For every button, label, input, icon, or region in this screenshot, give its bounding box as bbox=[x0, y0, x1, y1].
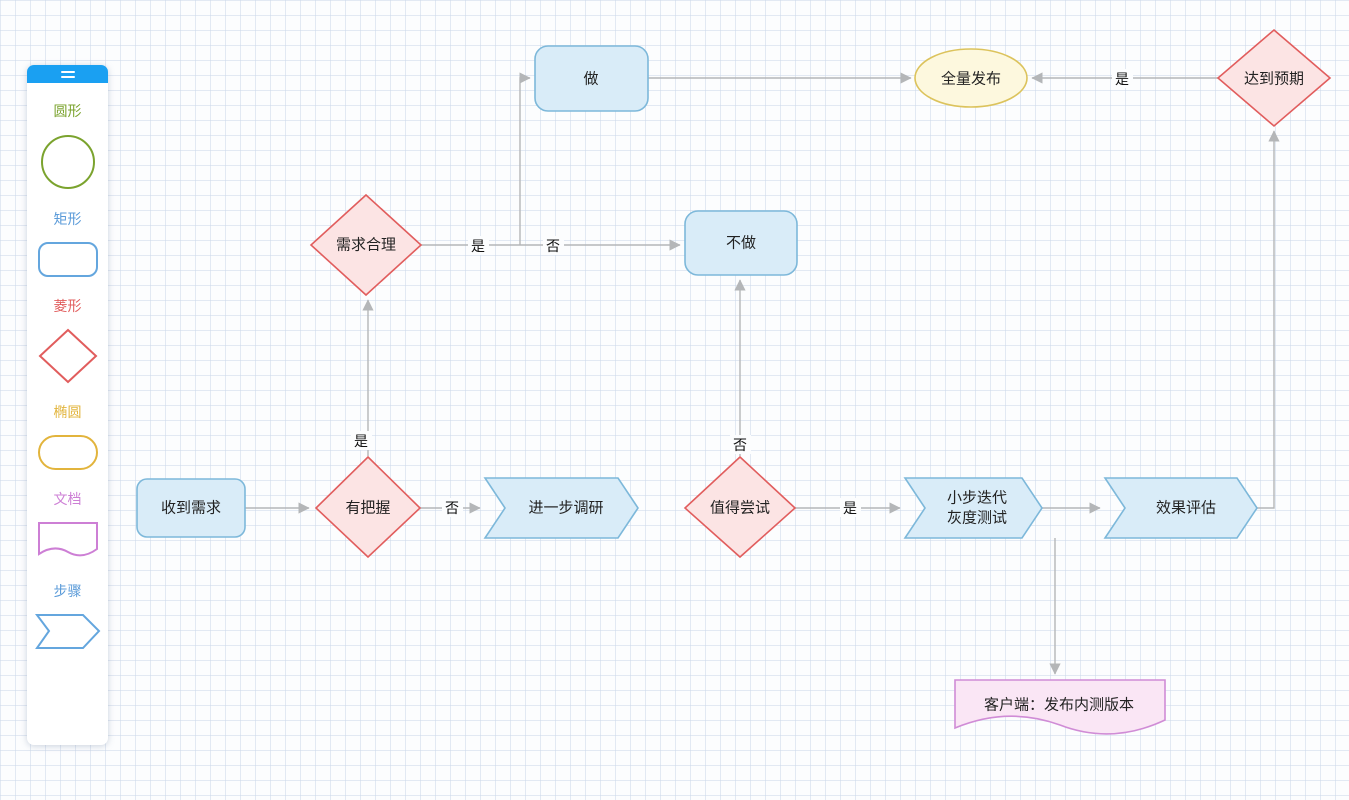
node-research[interactable]: 进一步调研 bbox=[483, 477, 639, 539]
node-worth[interactable]: 值得尝试 bbox=[683, 455, 797, 559]
node-worth-label: 值得尝试 bbox=[710, 500, 770, 517]
node-do[interactable]: 做 bbox=[534, 45, 649, 112]
palette-item-diamond[interactable]: 菱形 bbox=[38, 296, 98, 384]
diamond-icon[interactable] bbox=[38, 328, 98, 384]
node-confident[interactable]: 有把握 bbox=[314, 455, 422, 559]
svg-text:是: 是 bbox=[354, 433, 368, 449]
node-reasonable[interactable]: 需求合理 bbox=[309, 193, 423, 297]
palette-item-rect[interactable]: 矩形 bbox=[37, 209, 99, 278]
palette-item-diamond-label: 菱形 bbox=[53, 298, 82, 314]
node-dont-label: 不做 bbox=[726, 235, 756, 252]
palette-item-step[interactable]: 步骤 bbox=[34, 581, 101, 650]
node-expected-label: 达到预期 bbox=[1244, 71, 1304, 88]
document-icon[interactable] bbox=[37, 521, 99, 563]
svg-text:否: 否 bbox=[445, 500, 459, 516]
edge-label-confident-yes: 是 bbox=[351, 431, 372, 450]
node-evaluate[interactable]: 效果评估 bbox=[1103, 477, 1258, 539]
node-iterate[interactable]: 小步迭代 灰度测试 bbox=[903, 477, 1043, 539]
node-reasonable-label: 需求合理 bbox=[336, 237, 396, 254]
rect-icon[interactable] bbox=[37, 241, 99, 278]
node-client[interactable]: 客户端：发布内测版本 bbox=[954, 679, 1166, 735]
svg-text:否: 否 bbox=[733, 437, 747, 453]
edge-label-reasonable-no: 否 bbox=[543, 236, 564, 255]
node-received-label: 收到需求 bbox=[161, 500, 221, 517]
edge-label-worth-no: 否 bbox=[730, 435, 751, 454]
menu-icon[interactable] bbox=[60, 70, 75, 78]
node-iterate-label-line2: 灰度测试 bbox=[947, 510, 1007, 527]
palette-item-step-label: 步骤 bbox=[53, 583, 82, 599]
ellipse-icon[interactable] bbox=[37, 434, 99, 471]
edge-label-confident-no: 否 bbox=[442, 498, 463, 517]
palette-item-document-label: 文档 bbox=[53, 491, 82, 507]
edge-label-worth-yes: 是 bbox=[840, 498, 861, 517]
svg-text:是: 是 bbox=[1115, 71, 1129, 87]
palette-item-document[interactable]: 文档 bbox=[37, 489, 99, 563]
node-client-label: 客户端：发布内测版本 bbox=[984, 697, 1134, 714]
palette-item-ellipse[interactable]: 椭圆 bbox=[37, 402, 99, 471]
node-release[interactable]: 全量发布 bbox=[914, 48, 1028, 108]
palette-item-rect-label: 矩形 bbox=[53, 211, 82, 227]
edge-label-reasonable-yes: 是 bbox=[468, 236, 489, 255]
node-received[interactable]: 收到需求 bbox=[136, 478, 246, 538]
palette-header[interactable] bbox=[27, 65, 108, 83]
node-expected[interactable]: 达到预期 bbox=[1216, 28, 1332, 128]
node-confident-label: 有把握 bbox=[345, 500, 390, 517]
circle-icon[interactable] bbox=[39, 133, 97, 191]
step-icon[interactable] bbox=[34, 613, 101, 650]
shape-palette: 圆形 矩形 菱形 椭圆 文档 步骤 bbox=[27, 65, 108, 745]
palette-item-circle[interactable]: 圆形 bbox=[39, 101, 97, 191]
node-iterate-label-line1: 小步迭代 bbox=[947, 490, 1007, 507]
edge-evaluate-expected[interactable] bbox=[1257, 130, 1280, 509]
node-do-label: 做 bbox=[583, 71, 598, 88]
node-release-label: 全量发布 bbox=[941, 70, 1001, 88]
palette-item-circle-label: 圆形 bbox=[53, 103, 82, 119]
node-dont[interactable]: 不做 bbox=[684, 210, 798, 276]
svg-text:是: 是 bbox=[843, 500, 857, 516]
node-evaluate-label: 效果评估 bbox=[1156, 500, 1216, 517]
node-research-label: 进一步调研 bbox=[528, 500, 603, 517]
edge-reasonable-do[interactable] bbox=[519, 72, 531, 245]
palette-item-ellipse-label: 椭圆 bbox=[53, 404, 82, 420]
edge-label-expected-yes: 是 bbox=[1112, 69, 1133, 88]
svg-text:是: 是 bbox=[471, 238, 485, 254]
svg-text:否: 否 bbox=[546, 238, 560, 254]
